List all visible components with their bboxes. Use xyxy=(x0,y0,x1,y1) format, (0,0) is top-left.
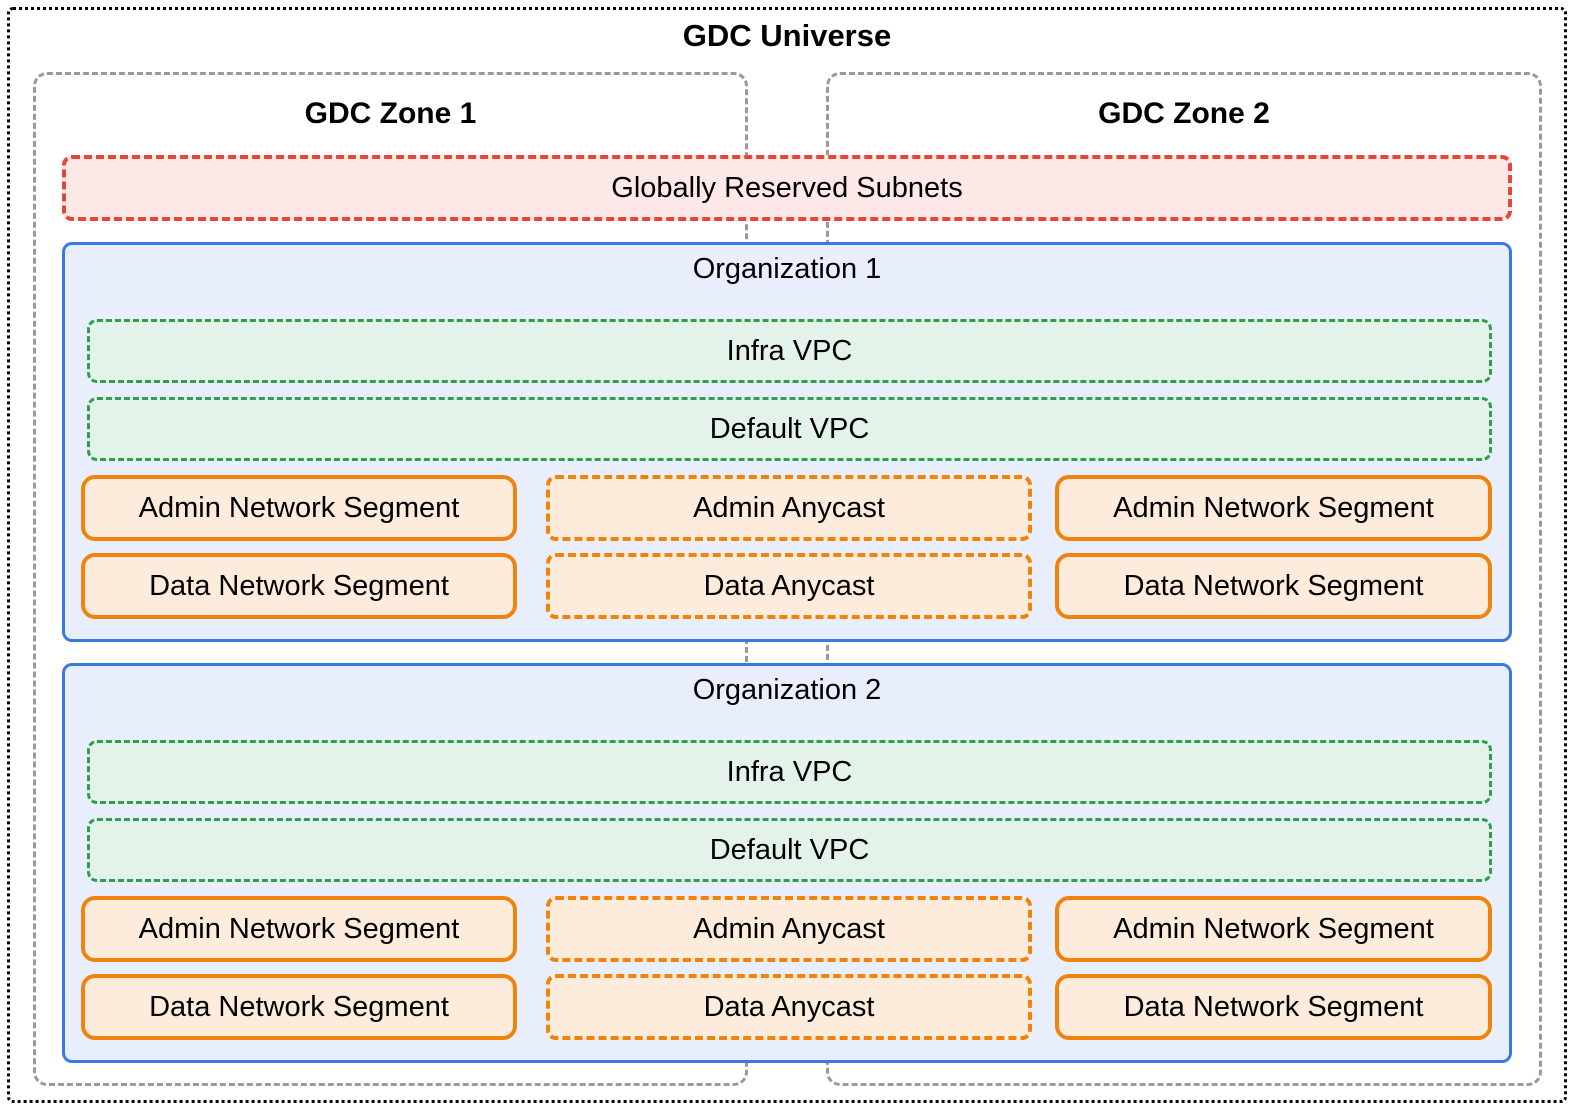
globally-reserved-subnets: Globally Reserved Subnets xyxy=(62,155,1512,221)
universe-title: GDC Universe xyxy=(682,18,892,53)
org2-admin-anycast: Admin Anycast xyxy=(546,896,1032,962)
organization-2-title: Organization 2 xyxy=(692,674,882,706)
org1-zone1-admin-network-segment-label: Admin Network Segment xyxy=(138,491,460,524)
org2-zone2-data-network-segment: Data Network Segment xyxy=(1055,974,1492,1040)
org1-infra-vpc-label: Infra VPC xyxy=(726,334,853,367)
universe-border xyxy=(7,7,1567,1103)
org1-zone1-data-network-segment-label: Data Network Segment xyxy=(149,569,449,602)
org1-zone1-admin-network-segment: Admin Network Segment xyxy=(81,475,517,541)
org1-data-anycast-label: Data Anycast xyxy=(703,569,875,602)
org2-zone2-data-network-segment-label: Data Network Segment xyxy=(1123,990,1424,1023)
org2-admin-anycast-label: Admin Anycast xyxy=(693,912,885,945)
organization-1: Organization 1 Infra VPC Default VPC Adm… xyxy=(62,242,1512,642)
org1-admin-anycast-label: Admin Anycast xyxy=(693,491,885,524)
org2-infra-vpc: Infra VPC xyxy=(87,740,1492,804)
org1-zone2-data-network-segment-label: Data Network Segment xyxy=(1123,569,1424,602)
org2-zone2-admin-network-segment: Admin Network Segment xyxy=(1055,896,1492,962)
org1-default-vpc-label: Default VPC xyxy=(709,412,870,445)
org2-zone1-admin-network-segment: Admin Network Segment xyxy=(81,896,517,962)
org2-data-anycast-label: Data Anycast xyxy=(703,990,875,1023)
organization-2: Organization 2 Infra VPC Default VPC Adm… xyxy=(62,663,1512,1063)
org2-zone1-data-network-segment-label: Data Network Segment xyxy=(149,990,449,1023)
org1-data-anycast: Data Anycast xyxy=(546,553,1032,619)
org2-default-vpc: Default VPC xyxy=(87,818,1492,882)
org2-zone1-admin-network-segment-label: Admin Network Segment xyxy=(138,912,460,945)
org2-infra-vpc-label: Infra VPC xyxy=(726,755,853,788)
globally-reserved-subnets-label: Globally Reserved Subnets xyxy=(611,171,963,204)
org2-data-anycast: Data Anycast xyxy=(546,974,1032,1040)
org1-infra-vpc: Infra VPC xyxy=(87,319,1492,383)
org1-admin-anycast: Admin Anycast xyxy=(546,475,1032,541)
org2-default-vpc-label: Default VPC xyxy=(709,833,870,866)
org1-default-vpc: Default VPC xyxy=(87,397,1492,461)
gdc-zone-2-title: GDC Zone 2 xyxy=(1098,97,1270,130)
org1-zone2-admin-network-segment-label: Admin Network Segment xyxy=(1113,491,1434,524)
org2-zone1-data-network-segment: Data Network Segment xyxy=(81,974,517,1040)
gdc-zone-1-title: GDC Zone 1 xyxy=(304,97,477,130)
organization-1-title: Organization 1 xyxy=(692,253,882,285)
org2-zone2-admin-network-segment-label: Admin Network Segment xyxy=(1113,912,1434,945)
org1-zone1-data-network-segment: Data Network Segment xyxy=(81,553,517,619)
org1-zone2-admin-network-segment: Admin Network Segment xyxy=(1055,475,1492,541)
org1-zone2-data-network-segment: Data Network Segment xyxy=(1055,553,1492,619)
